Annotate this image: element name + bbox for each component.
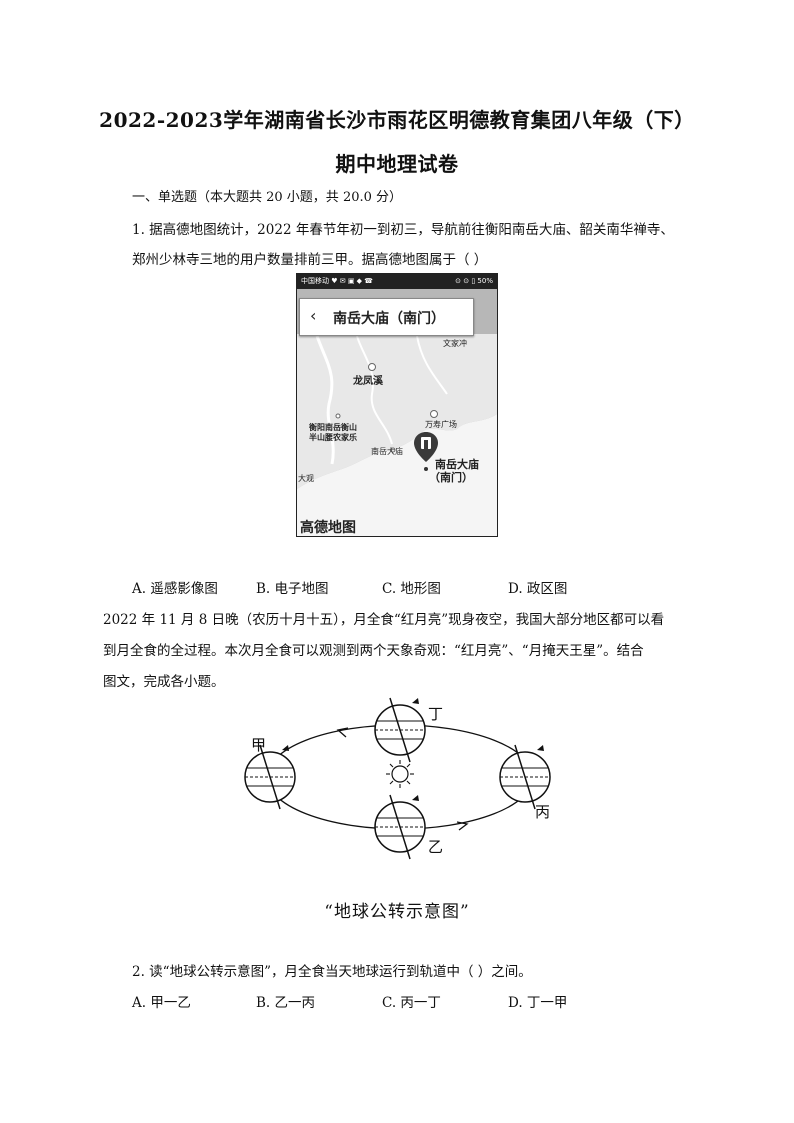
section-heading: 一、单选题（本大题共 20 小题，共 20.0 分） xyxy=(132,190,403,205)
map-label-edge: 大观 xyxy=(298,474,314,483)
earth-jia xyxy=(244,744,296,810)
q2-option-a[interactable]: A. 甲一乙 xyxy=(132,995,191,1011)
earth-ding xyxy=(374,697,426,763)
map-label-wenjiachong: 文家冲 xyxy=(443,339,467,348)
map-brand-label: 高德地图 xyxy=(300,520,356,536)
q1-option-a[interactable]: A. 遥感影像图 xyxy=(132,581,218,597)
map-screenshot: 中国移动 ♥ ✉ ▣ ◆ ☎ ⊙ ⊙ ▯ 50% ‹ 南岳大庙（南门） 文家冲 … xyxy=(296,273,498,537)
orbit-label-yi: 乙 xyxy=(428,838,444,856)
earth-bing xyxy=(499,744,551,810)
map-label-nongjiale-1: 衡阳南岳衡山 xyxy=(309,423,357,432)
map-label-nanyue-small: 南岳大庙 xyxy=(371,447,403,456)
q1-option-d[interactable]: D. 政区图 xyxy=(508,581,568,597)
sun-icon xyxy=(386,760,414,788)
orbit-label-jia: 甲 xyxy=(251,736,267,754)
passage-line2: 到月全食的全过程。本次月全食可以观测到两个天象奇观：“红月亮”、“月掩天王星”。… xyxy=(103,643,644,659)
search-text: 南岳大庙（南门） xyxy=(333,311,445,327)
back-chevron-icon[interactable]: ‹ xyxy=(310,306,317,325)
status-bar: 中国移动 ♥ ✉ ▣ ◆ ☎ ⊙ ⊙ ▯ 50% xyxy=(297,274,497,289)
status-bar-right: ⊙ ⊙ ▯ 50% xyxy=(455,277,493,285)
map-label-nanyue-2: （南门） xyxy=(429,471,473,484)
passage-line1: 2022 年 11 月 8 日晚（农历十月十五），月全食“红月亮”现身夜空，我国… xyxy=(103,612,665,628)
q1-stem-line1: 1. 据高德地图统计，2022 年春节年初一到初三，导航前往衡阳南岳大庙、韶关南… xyxy=(132,222,674,238)
map-label-nongjiale-2: 半山腰农家乐 xyxy=(309,433,357,442)
q1-stem-line2: 郑州少林寺三地的用户数量排前三甲。据高德地图属于（ ） xyxy=(132,252,488,268)
orbit-diagram xyxy=(244,697,551,860)
map-search-bar[interactable]: ‹ 南岳大庙（南门） xyxy=(299,298,474,336)
exam-title-line2: 期中地理试卷 xyxy=(335,152,459,176)
map-label-longfengxi: 龙凤溪 xyxy=(353,376,383,387)
passage-line3: 图文，完成各小题。 xyxy=(103,674,225,690)
q2-option-c[interactable]: C. 丙一丁 xyxy=(382,995,441,1011)
q2-option-d[interactable]: D. 丁一甲 xyxy=(508,995,568,1011)
status-bar-left: 中国移动 ♥ ✉ ▣ ◆ ☎ xyxy=(301,277,373,285)
diagram-caption: “地球公转示意图” xyxy=(324,902,470,922)
location-pin-icon[interactable] xyxy=(412,430,440,464)
map-label-wanshou: 万寿广场 xyxy=(425,420,457,429)
orbit-label-ding: 丁 xyxy=(428,705,444,723)
orbit-label-bing: 丙 xyxy=(535,803,551,821)
q1-option-c[interactable]: C. 地形图 xyxy=(382,581,441,597)
q1-option-b[interactable]: B. 电子地图 xyxy=(256,581,329,597)
map-label-nanyue-1: 南岳大庙 xyxy=(435,458,479,471)
q2-option-b[interactable]: B. 乙一丙 xyxy=(256,995,316,1011)
earth-yi xyxy=(374,794,426,860)
map-terrain xyxy=(297,334,497,536)
orbit-arrow-bottom xyxy=(456,821,469,831)
exam-title-line1: 2022-2023学年湖南省长沙市雨花区明德教育集团八年级（下） xyxy=(99,108,695,132)
orbit-arrow-top xyxy=(336,727,349,738)
q2-stem: 2. 读“地球公转示意图”，月全食当天地球运行到轨道中（ ）之间。 xyxy=(132,964,532,980)
